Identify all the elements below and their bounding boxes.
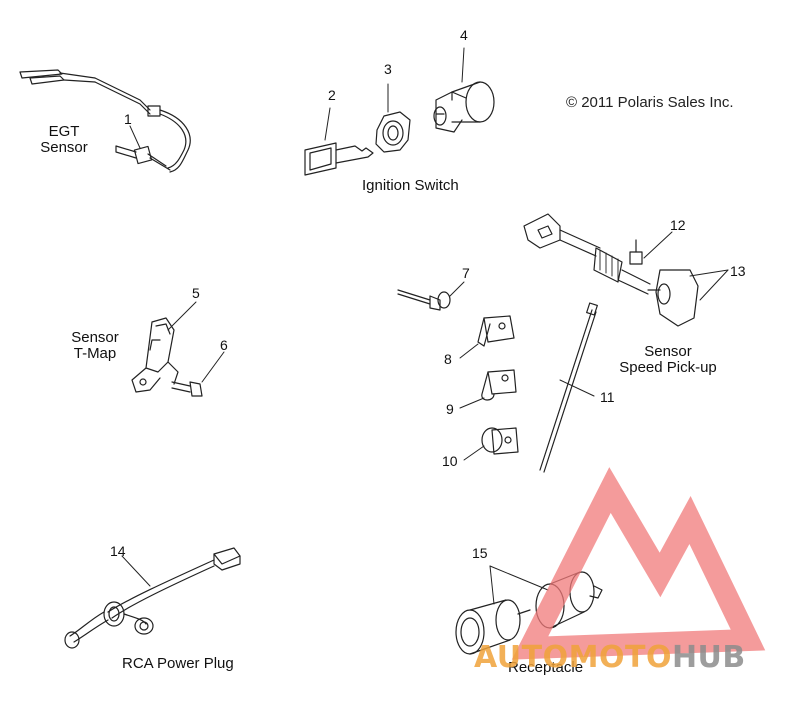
callout-12: 12	[670, 217, 686, 233]
sensor-speed-pickup-label: Sensor Speed Pick-up	[619, 343, 717, 376]
ignition-nut-part	[375, 83, 411, 153]
speed-pickup-part	[523, 213, 729, 327]
callout-13: 13	[730, 263, 746, 279]
clamp-10-part	[463, 427, 519, 461]
callout-10: 10	[442, 453, 458, 469]
ignition-switch-label: Ignition Switch	[362, 177, 459, 194]
callout-3: 3	[384, 61, 392, 77]
watermark-text: AUTOMOTOHUB	[474, 640, 746, 675]
callout-9: 9	[446, 401, 454, 417]
callout-11: 11	[600, 389, 615, 405]
rca-power-plug-label: RCA Power Plug	[122, 655, 234, 672]
callout-6: 6	[220, 337, 228, 353]
callout-2: 2	[328, 87, 336, 103]
clip-9-part	[459, 369, 517, 409]
receptacle-label: Receptacle	[508, 659, 584, 676]
rca-power-plug-part	[64, 547, 241, 649]
callout-1: 1	[124, 111, 132, 127]
clip-8-part	[459, 315, 515, 359]
callout-15: 15	[472, 545, 488, 561]
callout-8: 8	[444, 351, 452, 367]
tmap-sensor-part	[131, 301, 197, 393]
tmap-bolt-part	[171, 351, 225, 397]
ignition-switch-part	[433, 47, 495, 133]
callout-4: 4	[460, 27, 468, 43]
callout-7: 7	[462, 265, 470, 281]
sensor-tmap-label: Sensor T-Map	[71, 329, 119, 362]
ignition-key-part	[304, 107, 374, 176]
callout-14: 14	[110, 543, 126, 559]
egt-sensor-label: EGT Sensor	[40, 123, 88, 156]
copyright-notice: © 2011 Polaris Sales Inc.	[566, 94, 734, 111]
callout-5: 5	[192, 285, 200, 301]
egt-sensor-part	[19, 69, 191, 173]
speed-sensor-pin-part	[397, 281, 465, 311]
watermark-logo	[511, 467, 766, 660]
cable-tie-part	[539, 302, 598, 473]
